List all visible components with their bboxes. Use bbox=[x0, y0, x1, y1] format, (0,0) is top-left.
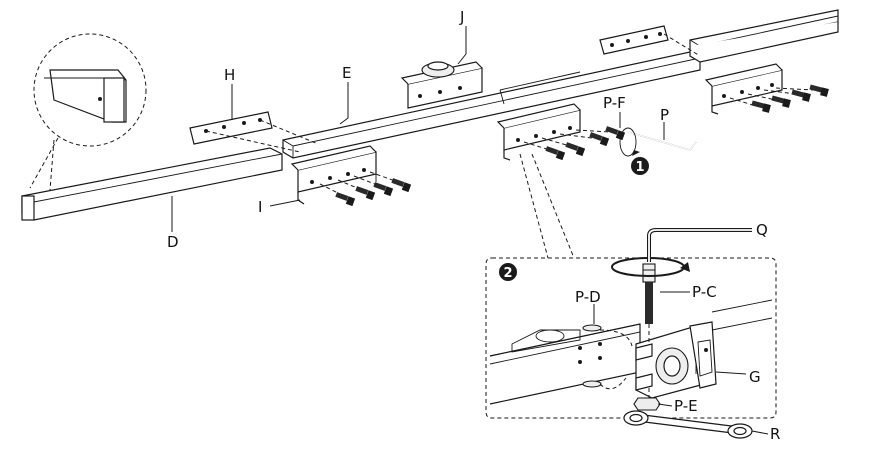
bolt bbox=[729, 97, 771, 113]
step-1-badge: 1 bbox=[631, 157, 649, 175]
label-j: J bbox=[459, 8, 464, 26]
bolts-right bbox=[729, 84, 829, 113]
label-r: R bbox=[770, 425, 780, 443]
bolt bbox=[337, 179, 376, 201]
allen-key-p bbox=[627, 131, 697, 151]
detail-box-step2: 2 bbox=[485, 153, 777, 419]
leader-g bbox=[715, 371, 747, 375]
label-h: H bbox=[224, 66, 235, 84]
allen-key-q bbox=[647, 228, 752, 262]
bolt bbox=[541, 137, 586, 157]
bolt bbox=[559, 132, 610, 147]
bolt bbox=[775, 84, 829, 97]
label-i: I bbox=[258, 198, 262, 216]
washer-p-d bbox=[582, 324, 602, 332]
label-p-c: P-C bbox=[692, 283, 717, 301]
bolts-i bbox=[319, 171, 412, 207]
bolt bbox=[523, 141, 566, 161]
bracket-center bbox=[496, 71, 581, 161]
leader-lines bbox=[171, 26, 769, 435]
bolt-p-f bbox=[575, 126, 626, 141]
mount-g bbox=[635, 321, 717, 399]
label-p: P bbox=[660, 106, 669, 124]
label-e: E bbox=[342, 64, 351, 82]
bolt bbox=[319, 183, 356, 207]
leader-e bbox=[339, 82, 349, 125]
label-q: Q bbox=[756, 221, 768, 239]
step-2-badge: 2 bbox=[499, 263, 517, 281]
label-d: D bbox=[167, 233, 179, 251]
bolt bbox=[353, 175, 394, 197]
detail-callout-circle bbox=[33, 33, 147, 147]
leader-r bbox=[751, 430, 769, 435]
bolt-p-c bbox=[642, 263, 656, 344]
bolt bbox=[369, 171, 412, 193]
rotation-arrow-icon bbox=[619, 127, 640, 157]
plate-right bbox=[599, 25, 701, 57]
wrench-r bbox=[623, 410, 753, 439]
leader-p-e bbox=[657, 403, 673, 407]
label-p-d: P-D bbox=[575, 288, 601, 306]
step-1-number: 1 bbox=[635, 160, 644, 175]
washer bbox=[582, 380, 602, 388]
bolt bbox=[747, 93, 791, 108]
beam-d bbox=[21, 147, 283, 221]
right-rail bbox=[689, 9, 839, 63]
label-p-f: P-F bbox=[603, 94, 626, 112]
plate-h bbox=[189, 111, 319, 153]
leader-j bbox=[457, 26, 467, 65]
end-cap-detail bbox=[29, 33, 147, 191]
bracket-i bbox=[290, 145, 377, 205]
leader-i bbox=[269, 199, 301, 207]
bracket-j bbox=[400, 61, 483, 109]
end-cap bbox=[103, 77, 125, 123]
bolt bbox=[763, 89, 811, 102]
bracket-right bbox=[704, 63, 783, 115]
label-p-e: P-E bbox=[674, 397, 698, 415]
step-2-number: 2 bbox=[503, 266, 512, 281]
label-g: G bbox=[749, 368, 761, 386]
bolts-center bbox=[523, 126, 626, 161]
nut-p-e bbox=[633, 388, 661, 411]
